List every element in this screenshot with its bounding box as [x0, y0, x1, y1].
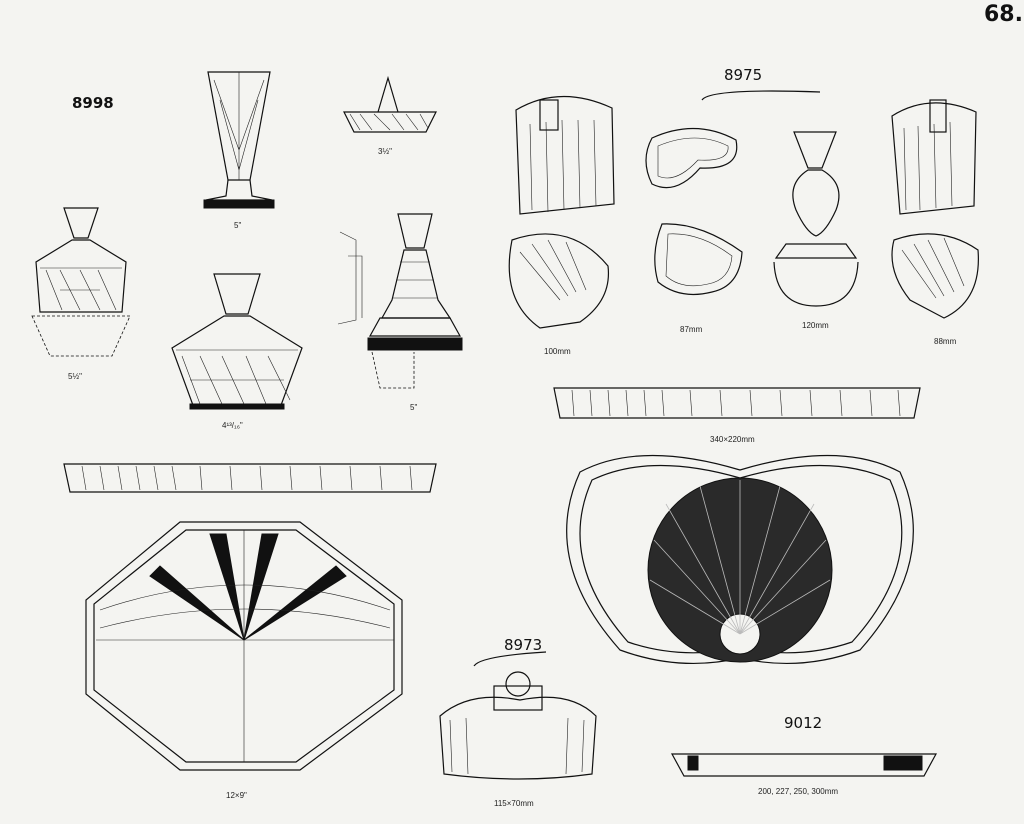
basket-drawing	[343, 75, 437, 133]
label-dish-87: 87mm	[680, 325, 703, 334]
shell-bowl-drawing	[566, 454, 914, 665]
label-vase: 5"	[234, 221, 242, 230]
box-8975-left-drawing	[515, 95, 615, 215]
label-large-bonbon: 4¹³/₁₆"	[222, 421, 243, 430]
candlestick-drawing	[337, 213, 463, 389]
label-small-bonbon: 5½"	[68, 372, 82, 381]
shell-dish-left-drawing	[508, 233, 610, 329]
flourish-8973	[473, 651, 547, 667]
flourish-8975	[701, 90, 821, 101]
bowl-9012-drawing	[670, 753, 938, 777]
group-number-8973: 8973	[504, 636, 543, 654]
heart-dish-drawing	[654, 223, 743, 295]
small-bonbon-drawing	[31, 207, 131, 357]
shell-dish-right-drawing	[891, 233, 979, 319]
bell-drawing	[773, 131, 859, 307]
kidney-dish-drawing	[645, 127, 738, 189]
label-basket: 3½"	[378, 147, 392, 156]
box-8973-drawing	[439, 671, 597, 780]
group-number-8998: 8998	[72, 94, 114, 112]
label-bowl-9012: 200, 227, 250, 300mm	[758, 787, 839, 796]
page-number: 68.	[984, 2, 1023, 27]
group-number-8975: 8975	[724, 66, 763, 84]
octagonal-tray-drawing	[85, 521, 403, 771]
large-bonbon-drawing	[171, 273, 303, 410]
box-8975-right-drawing	[891, 99, 977, 215]
label-dish-88: 88mm	[934, 337, 957, 346]
vase-drawing	[203, 71, 275, 209]
label-tray-340: 340×220mm	[710, 435, 755, 444]
label-octagonal-tray: 12×9"	[226, 791, 247, 800]
label-box-8973: 115×70mm	[494, 799, 534, 808]
tray-340-drawing	[553, 387, 921, 419]
long-tray-drawing	[63, 463, 437, 493]
label-dish-100: 100mm	[544, 347, 571, 356]
label-candlestick: 5"	[410, 403, 418, 412]
group-number-9012: 9012	[784, 714, 823, 732]
label-bell-120: 120mm	[802, 321, 829, 330]
